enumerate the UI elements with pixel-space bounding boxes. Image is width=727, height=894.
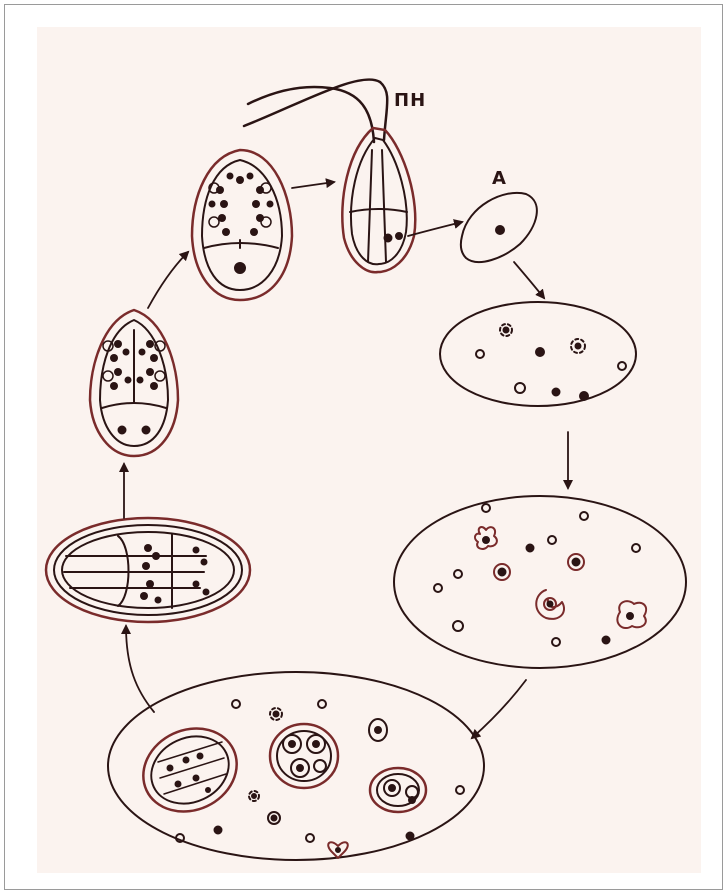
flagellated-spore xyxy=(244,80,415,273)
label-amoeboid-stage: А xyxy=(492,168,507,189)
plasmodium-mature xyxy=(108,672,484,860)
label-flagellated-stage: ПН xyxy=(394,90,426,111)
pansporoblast xyxy=(46,518,250,622)
plasmodium-middle xyxy=(394,496,686,668)
cycle-arrows xyxy=(124,182,568,738)
plasmodium-early xyxy=(440,302,636,406)
mature-spore-upper xyxy=(192,150,292,300)
mature-spore-lower xyxy=(90,310,178,456)
amoeboid-sporoplasm xyxy=(461,193,537,262)
